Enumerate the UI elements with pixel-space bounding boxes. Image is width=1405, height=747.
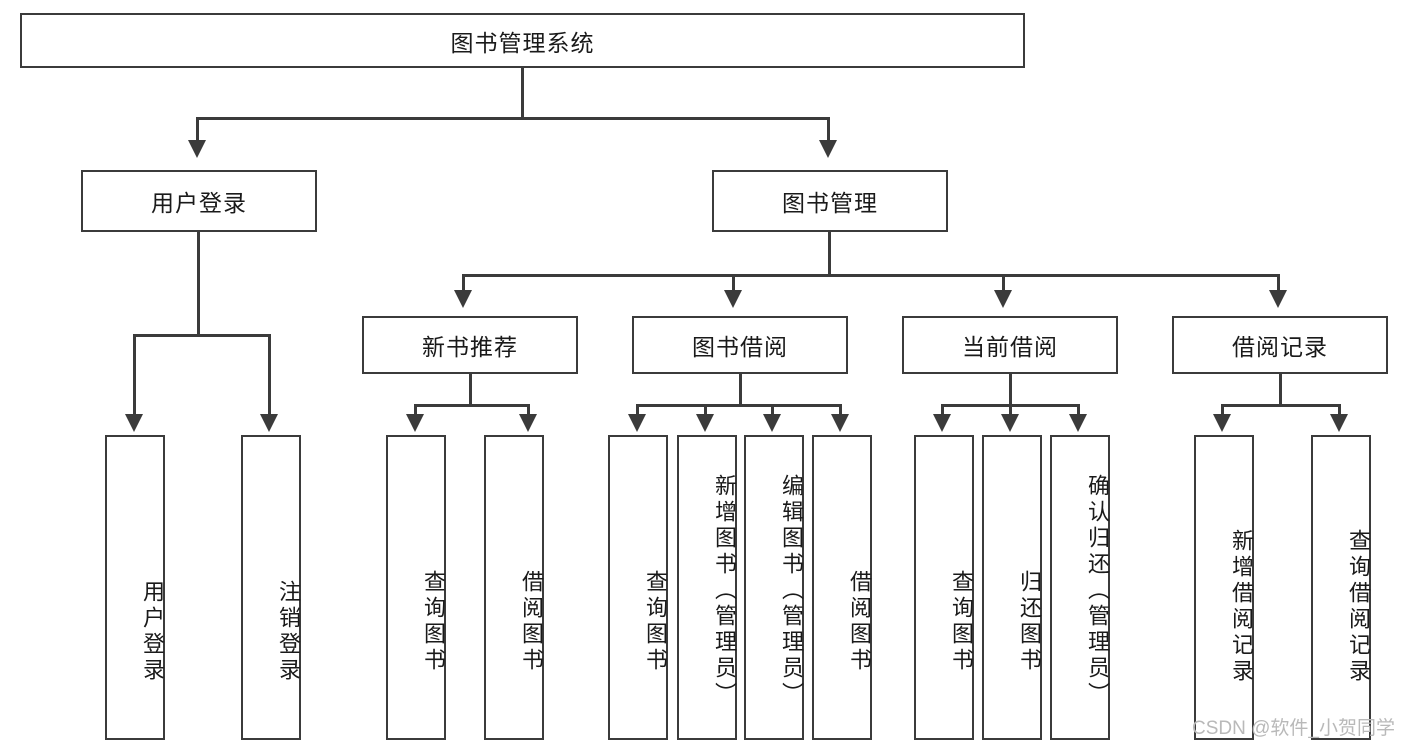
arrowhead-new-book-recommend — [454, 290, 472, 308]
connector-nbr-leaf2 — [527, 404, 530, 416]
leaf-cb-query-book[interactable]: 查询图书 — [914, 435, 974, 740]
connector-cb-leaf2 — [1009, 404, 1012, 416]
connector-nbr-leaf1 — [414, 404, 417, 416]
connector-nbr-stem — [469, 374, 472, 406]
node-root-system[interactable]: 图书管理系统 — [20, 13, 1025, 68]
connector-root-to-book-manage — [827, 117, 830, 142]
leaf-nbr-borrow-book[interactable]: 借阅图书 — [484, 435, 544, 740]
node-user-login[interactable]: 用户登录 — [81, 170, 317, 232]
arrowhead-current-borrow — [994, 290, 1012, 308]
connector-br-leaf1 — [1221, 404, 1224, 416]
arrowhead-cb-confirm-return — [1069, 414, 1087, 432]
connector-cb-leaf1 — [941, 404, 944, 416]
connector-br-stem — [1279, 374, 1282, 406]
leaf-bb-edit-book[interactable]: 编辑图书（管理员） — [744, 435, 804, 740]
arrowhead-book-borrow — [724, 290, 742, 308]
connector-nbr-bus — [414, 404, 530, 407]
arrowhead-br-query-record — [1330, 414, 1348, 432]
connector-user-login-stem — [197, 232, 200, 336]
arrowhead-nbr-query-book — [406, 414, 424, 432]
connector-cb-stem — [1009, 374, 1012, 406]
connector-bm-to-current-borrow — [1002, 274, 1005, 292]
connector-bb-leaf3 — [771, 404, 774, 416]
node-borrow-record[interactable]: 借阅记录 — [1172, 316, 1388, 374]
arrowhead-bb-borrow-book — [831, 414, 849, 432]
leaf-user-login[interactable]: 用户登录 — [105, 435, 165, 740]
connector-bm-to-book-borrow — [732, 274, 735, 292]
leaf-cb-confirm-return[interactable]: 确认归还（管理员） — [1050, 435, 1110, 740]
node-current-borrow[interactable]: 当前借阅 — [902, 316, 1118, 374]
connector-bm-to-borrow-record — [1277, 274, 1280, 292]
leaf-bb-borrow-book[interactable]: 借阅图书 — [812, 435, 872, 740]
arrowhead-leaf-user-login — [125, 414, 143, 432]
connector-cb-leaf3 — [1077, 404, 1080, 416]
connector-bm-to-new-book — [462, 274, 465, 292]
connector-br-bus — [1221, 404, 1341, 407]
leaf-logout[interactable]: 注销登录 — [241, 435, 301, 740]
arrowhead-nbr-borrow-book — [519, 414, 537, 432]
arrowhead-bb-query-book — [628, 414, 646, 432]
connector-user-login-leaf1 — [133, 334, 136, 416]
connector-bb-leaf4 — [839, 404, 842, 416]
arrowhead-bb-edit-book — [763, 414, 781, 432]
connector-root-stem — [521, 68, 524, 117]
connector-bb-stem — [739, 374, 742, 406]
connector-user-login-leaf2 — [268, 334, 271, 416]
connector-book-manage-stem — [828, 232, 831, 276]
arrowhead-book-manage — [819, 140, 837, 158]
leaf-bb-add-book[interactable]: 新增图书（管理员） — [677, 435, 737, 740]
leaf-bb-query-book[interactable]: 查询图书 — [608, 435, 668, 740]
node-new-book-recommend[interactable]: 新书推荐 — [362, 316, 578, 374]
connector-bb-bus — [636, 404, 842, 407]
node-book-borrow[interactable]: 图书借阅 — [632, 316, 848, 374]
arrowhead-borrow-record — [1269, 290, 1287, 308]
arrowhead-bb-add-book — [696, 414, 714, 432]
arrowhead-leaf-logout — [260, 414, 278, 432]
arrowhead-cb-query-book — [933, 414, 951, 432]
node-book-manage[interactable]: 图书管理 — [712, 170, 948, 232]
connector-book-manage-bus — [462, 274, 1280, 277]
leaf-br-query-record[interactable]: 查询借阅记录 — [1311, 435, 1371, 740]
watermark-csdn: CSDN @软件_小贺同学 — [1192, 718, 1395, 739]
leaf-cb-return-book[interactable]: 归还图书 — [982, 435, 1042, 740]
connector-user-login-bus — [133, 334, 270, 337]
connector-root-to-user-login — [196, 117, 199, 142]
leaf-br-add-record[interactable]: 新增借阅记录 — [1194, 435, 1254, 740]
arrowhead-br-add-record — [1213, 414, 1231, 432]
connector-bb-leaf2 — [704, 404, 707, 416]
arrowhead-user-login — [188, 140, 206, 158]
leaf-nbr-query-book[interactable]: 查询图书 — [386, 435, 446, 740]
connector-bb-leaf1 — [636, 404, 639, 416]
arrowhead-cb-return-book — [1001, 414, 1019, 432]
connector-root-bus — [196, 117, 829, 120]
connector-br-leaf2 — [1338, 404, 1341, 416]
